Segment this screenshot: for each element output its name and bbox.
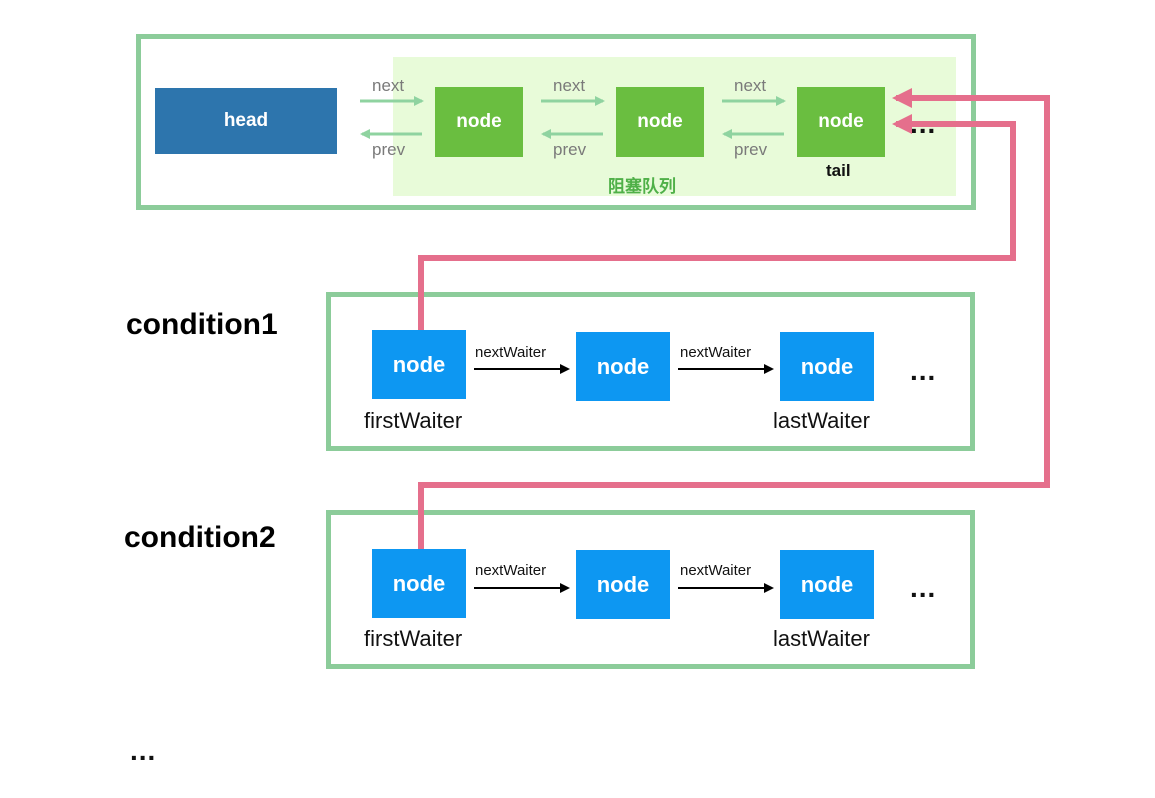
tail-label: tail (826, 161, 851, 180)
condition2-first-waiter-label: firstWaiter (364, 626, 463, 651)
prev-label-3: prev (734, 140, 768, 159)
condition2-title: condition2 (124, 521, 276, 554)
condition1-last-node: node (780, 332, 874, 401)
condition1-first-node: node (372, 330, 466, 399)
condition2-last-node: node (780, 550, 874, 619)
next-label-3: next (734, 76, 767, 95)
more-conditions-ellipsis: ... (130, 735, 157, 766)
condition2-last-waiter-label: lastWaiter (773, 626, 870, 651)
condition2-ellipsis: ... (910, 572, 937, 603)
sync-node-1: node (435, 87, 523, 157)
condition1-last-waiter-label: lastWaiter (773, 408, 870, 433)
head-node: head (155, 88, 337, 154)
condition1-first-waiter-label: firstWaiter (364, 408, 463, 433)
next-label-2: next (553, 76, 586, 95)
condition1-link-label-2: nextWaiter (680, 344, 752, 361)
prev-label-1: prev (372, 140, 406, 159)
condition2-transfer-arrow (418, 88, 1050, 549)
sync-node-tail: node (797, 87, 885, 157)
condition1-middle-node: node (576, 332, 670, 401)
condition2-link-label-2: nextWaiter (680, 562, 752, 579)
sync-node-2: node (616, 87, 704, 157)
condition2-first-node: node (372, 549, 466, 618)
condition1-link-label-1: nextWaiter (475, 344, 547, 361)
condition1-ellipsis: ... (910, 355, 937, 386)
condition1-title: condition1 (126, 308, 278, 341)
condition1-transfer-arrow (418, 114, 1016, 330)
prev-label-2: prev (553, 140, 587, 159)
condition2-middle-node: node (576, 550, 670, 619)
condition2-link-label-1: nextWaiter (475, 562, 547, 579)
blocking-queue-label: 阻塞队列 (608, 177, 676, 196)
next-label-1: next (372, 76, 405, 95)
